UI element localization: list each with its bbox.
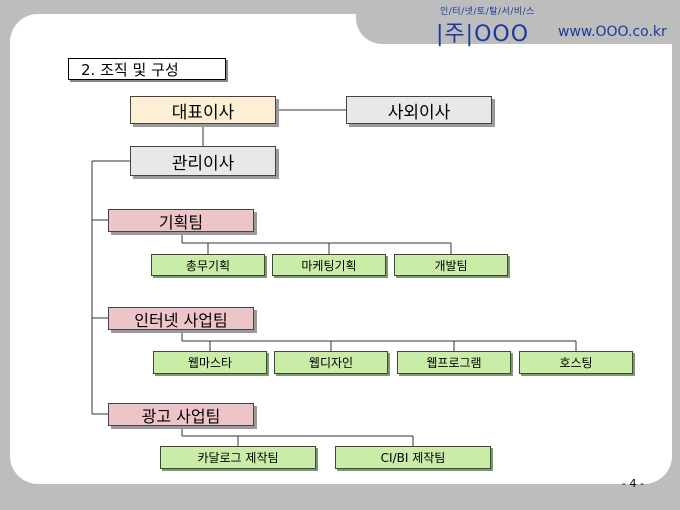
org-box-team: 카달로그 제작팀 [160, 446, 316, 469]
section-title: 2. 조직 및 구성 [68, 58, 226, 80]
org-box-team: 웹마스타 [153, 351, 267, 374]
org-box-team: 개발팀 [394, 254, 508, 276]
org-box-department: 광고 사업팀 [108, 403, 254, 426]
org-box-managing-director: 관리이사 [130, 146, 276, 176]
company-logo: |주|OOO [436, 22, 530, 47]
org-box-team: CI/BI 제작팀 [335, 446, 491, 469]
org-box-department: 기획팀 [108, 209, 254, 232]
org-box-team: 총무기획 [151, 254, 265, 276]
org-box-team: 웹프로그램 [397, 351, 511, 374]
org-box-team: 호스팅 [519, 351, 633, 374]
company-url: www.OOO.co.kr [558, 24, 667, 40]
org-box-department: 인터넷 사업팀 [108, 307, 254, 330]
header-tab [356, 0, 680, 44]
org-box-outside-director: 사외이사 [346, 96, 492, 124]
org-box-ceo: 대표이사 [130, 96, 276, 124]
page-number: - 4 - [622, 477, 644, 490]
org-box-team: 마케팅기획 [272, 254, 386, 276]
org-box-team: 웹디자인 [274, 351, 388, 374]
company-tagline: 인/터/넷/토/탈/서/비/스 [440, 7, 535, 17]
